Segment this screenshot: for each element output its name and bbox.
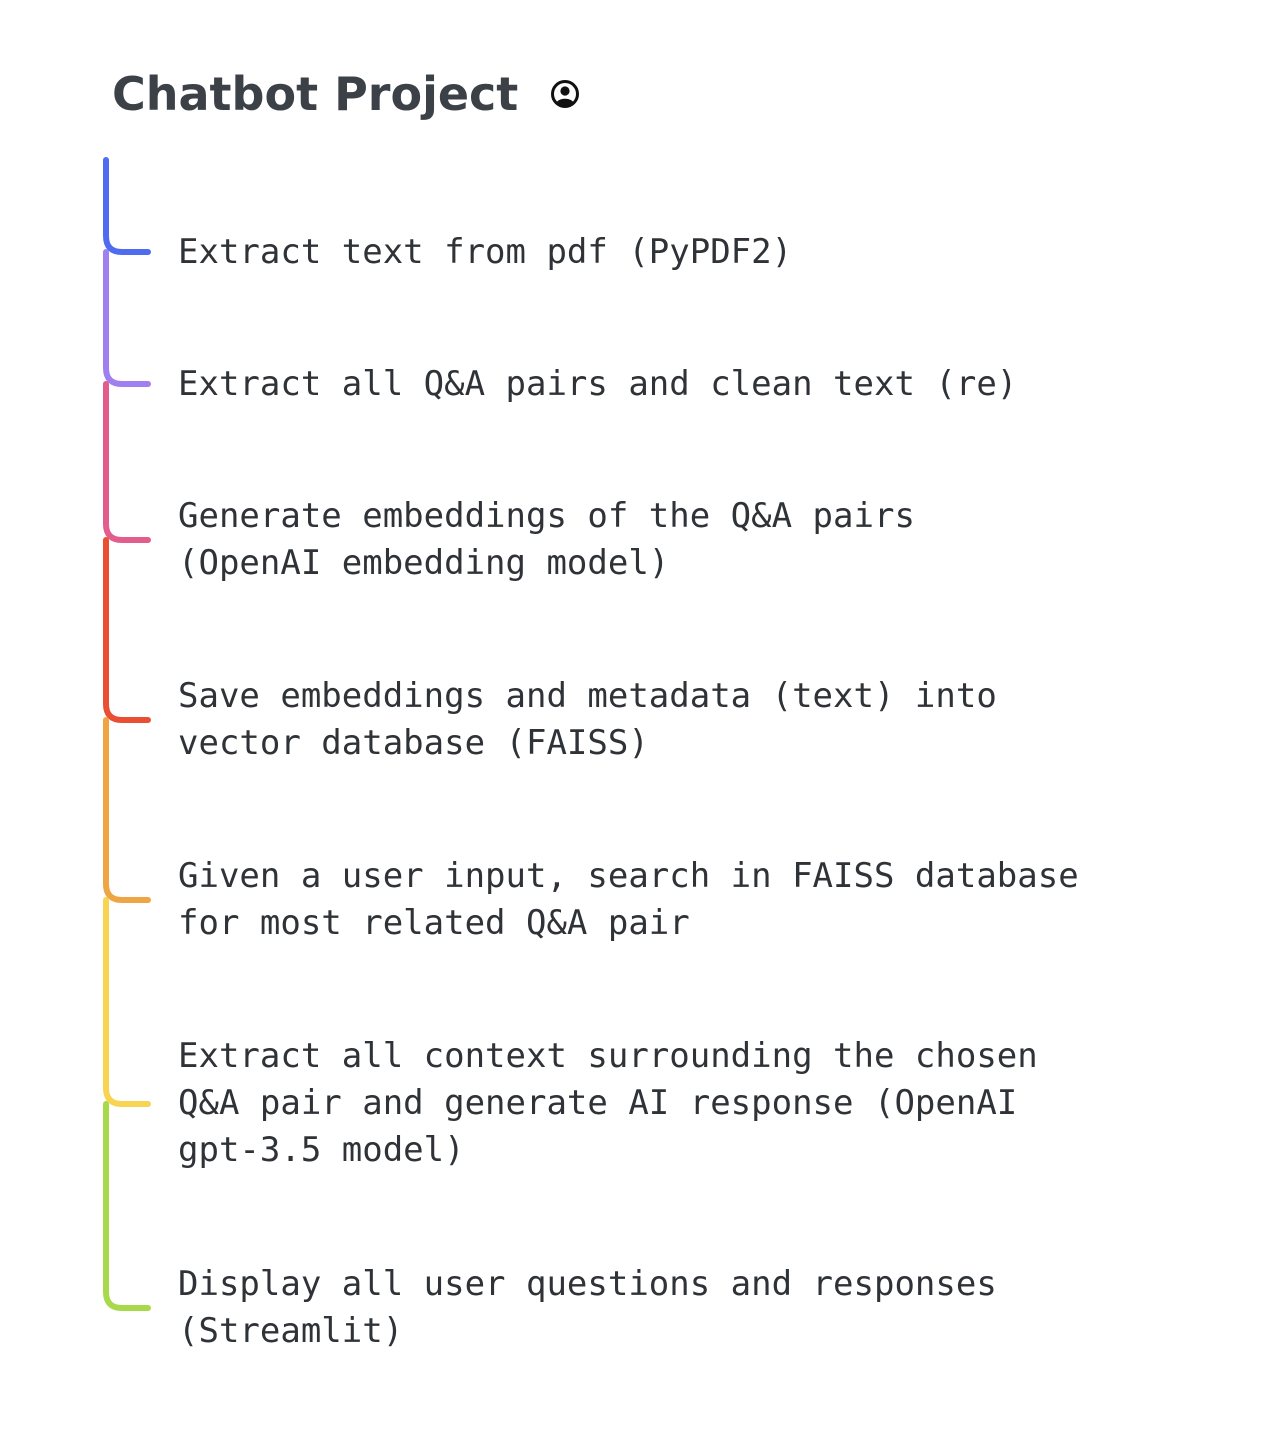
node-label-6[interactable]: Extract all context surrounding the chos… — [178, 1036, 1038, 1170]
node-label-3[interactable]: Generate embeddings of the Q&A pairs (Op… — [178, 496, 915, 583]
branch-connector-7 — [103, 1101, 151, 1311]
branch-connector-4 — [103, 537, 151, 723]
node-label-5[interactable]: Given a user input, search in FAISS data… — [178, 856, 1079, 943]
user-circle-icon[interactable] — [550, 79, 580, 109]
branch-connector-3 — [103, 381, 151, 543]
branch-connector-6 — [103, 897, 151, 1107]
node-label-7[interactable]: Display all user questions and responses… — [178, 1264, 997, 1351]
map-title: Chatbot Project — [112, 67, 519, 121]
branch-connector-2 — [103, 249, 151, 387]
branch-connector-1 — [103, 157, 151, 255]
node-label-4[interactable]: Save embeddings and metadata (text) into… — [178, 676, 997, 763]
map-title-row: Chatbot Project — [112, 62, 580, 126]
node-label-2[interactable]: Extract all Q&A pairs and clean text (re… — [178, 364, 1018, 404]
branch-connector-5 — [103, 717, 151, 903]
node-label-1[interactable]: Extract text from pdf (PyPDF2) — [178, 232, 793, 272]
